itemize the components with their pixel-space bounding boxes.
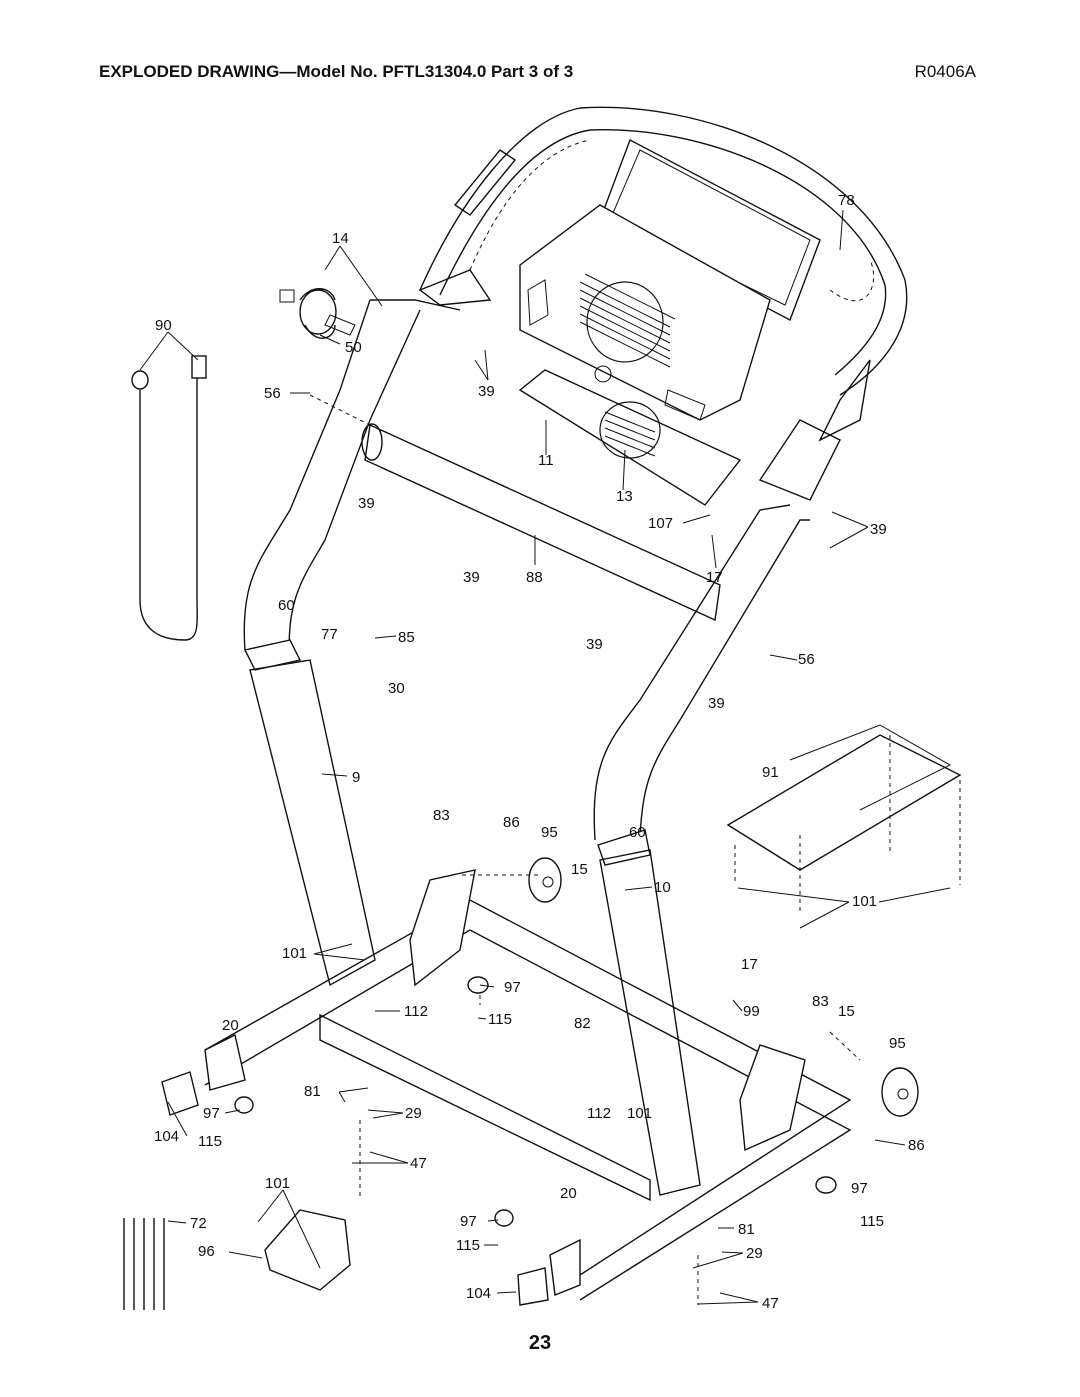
callout-85: 85 (398, 629, 415, 646)
callout-17-lower: 17 (741, 956, 758, 973)
callout-60-right: 60 (629, 824, 646, 841)
callout-9: 9 (352, 769, 360, 786)
page-title: EXPLODED DRAWING—Model No. PFTL31304.0 P… (99, 62, 574, 81)
drawing-reference: R0406A (914, 62, 976, 81)
callout-107: 107 (648, 515, 673, 532)
callout-83-upper: 83 (433, 807, 450, 824)
wheel-95-left (528, 857, 562, 903)
console-pan-11 (518, 369, 742, 506)
callout-82: 82 (574, 1015, 591, 1032)
callout-39-left: 39 (358, 495, 375, 512)
page-number: 23 (528, 1332, 552, 1354)
callout-101-left: 101 (282, 945, 307, 962)
callout-81-left: 81 (304, 1083, 321, 1100)
callout-91: 91 (762, 764, 779, 781)
callout-81-right: 81 (738, 1221, 755, 1238)
callout-78: 78 (838, 192, 855, 209)
cable-ties-72 (123, 1218, 165, 1310)
callout-97-d: 97 (460, 1213, 477, 1230)
callout-10: 10 (654, 879, 671, 896)
crossbar-88 (361, 423, 721, 622)
callout-29-right: 29 (746, 1245, 763, 1262)
callout-39-lower: 39 (708, 695, 725, 712)
callout-29-left: 29 (405, 1105, 422, 1122)
wire-harness-90 (131, 355, 207, 641)
callout-90: 90 (155, 317, 172, 334)
callout-88: 88 (526, 569, 543, 586)
callout-115-d: 115 (456, 1237, 480, 1254)
upright-bracket-left (409, 869, 476, 987)
callout-95-lower: 95 (889, 1035, 906, 1052)
callout-leaders (139, 209, 951, 1305)
feet (161, 976, 837, 1306)
callout-77: 77 (321, 626, 338, 643)
callout-39-console: 39 (478, 383, 495, 400)
callout-104-lower: 104 (466, 1285, 491, 1302)
fan-50 (279, 288, 356, 339)
callout-30: 30 (388, 680, 405, 697)
callout-39-right: 39 (870, 521, 887, 538)
callout-39-crossbar: 39 (463, 569, 480, 586)
callout-11: 11 (538, 452, 554, 469)
callout-56-upper: 56 (264, 385, 281, 402)
shroud-91 (726, 724, 962, 871)
callout-112-lower: 112 (587, 1105, 611, 1122)
console-housing (519, 204, 771, 421)
callout-labels: 78 14 90 50 56 39 39 11 13 107 39 39 88 … (154, 192, 925, 1312)
callout-96: 96 (198, 1243, 215, 1260)
callout-115-a: 115 (488, 1011, 512, 1028)
callout-115-c: 115 (860, 1213, 884, 1230)
callout-56-lower: 56 (798, 651, 815, 668)
callout-112-upper: 112 (404, 1003, 428, 1020)
callout-115-b: 115 (198, 1133, 222, 1150)
callout-14: 14 (332, 230, 349, 247)
callout-20-lower: 20 (560, 1185, 577, 1202)
upright-left-9 (243, 299, 461, 987)
callout-99: 99 (743, 1003, 760, 1020)
upright-bracket-right (739, 1044, 806, 1152)
callout-95-upper: 95 (541, 824, 558, 841)
assembly-leaders (309, 394, 961, 1305)
callout-17-upper: 17 (706, 569, 723, 586)
callout-15-upper: 15 (571, 861, 588, 878)
callout-97-c: 97 (851, 1180, 868, 1197)
callout-83-lower: 83 (812, 993, 829, 1010)
console-handlebar-78 (418, 106, 908, 501)
wheel-95-right (881, 1067, 919, 1117)
callout-72: 72 (190, 1215, 207, 1232)
callout-39-mid: 39 (586, 636, 603, 653)
base-frame-82 (204, 899, 852, 1301)
callout-47-right: 47 (762, 1295, 779, 1312)
callout-97-b: 97 (203, 1105, 220, 1122)
callout-47-left: 47 (410, 1155, 427, 1172)
callout-101-shroud: 101 (852, 893, 877, 910)
callout-13: 13 (616, 488, 633, 505)
callout-97-a: 97 (504, 979, 521, 996)
callout-50: 50 (345, 339, 362, 356)
callout-86-upper: 86 (503, 814, 520, 831)
callout-15-lower: 15 (838, 1003, 855, 1020)
upright-right-10 (593, 504, 810, 1196)
callout-20-upper: 20 (222, 1017, 239, 1034)
callout-101-bracket: 101 (265, 1175, 290, 1192)
callout-104-upper: 104 (154, 1128, 179, 1145)
callout-101-right: 101 (627, 1105, 652, 1122)
callout-86-lower: 86 (908, 1137, 925, 1154)
bracket-96 (264, 1209, 351, 1291)
callout-60-left: 60 (278, 597, 295, 614)
